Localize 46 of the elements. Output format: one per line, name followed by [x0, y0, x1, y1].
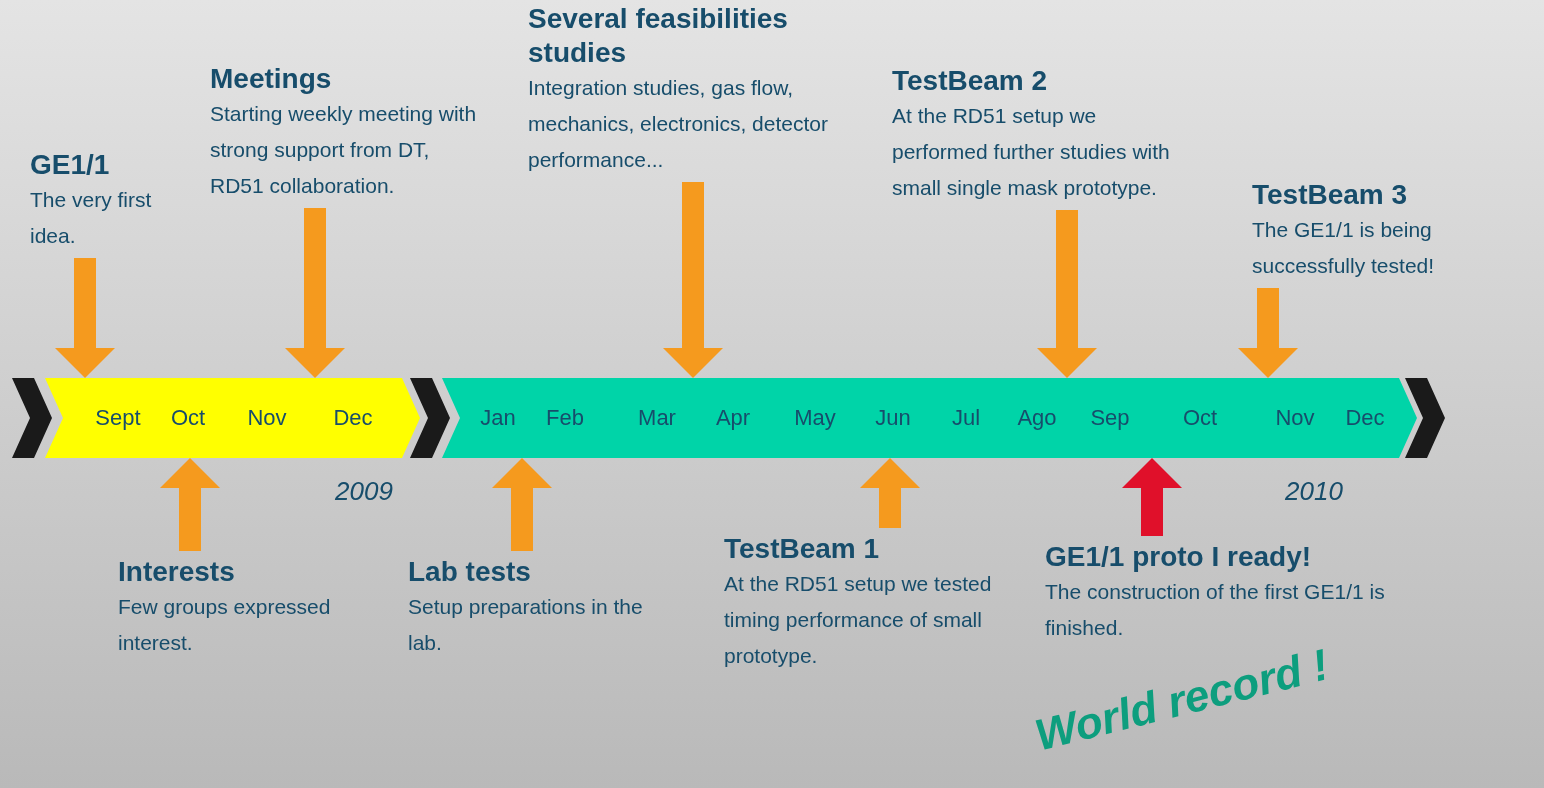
event-description: Integration studies, gas flow, mechanics, electronics, detector performance... [528, 75, 828, 173]
event-heading: Interests [118, 555, 236, 589]
event-description: At the RD51 setup we performed further studies with small single mask prototype. [892, 103, 1171, 201]
event-heading: Several feasibilities studies [528, 2, 789, 70]
event-heading: TestBeam 1 [724, 532, 881, 566]
event-heading: TestBeam 2 [892, 64, 1049, 98]
annotation-text: World record ! [1030, 639, 1334, 761]
month-label: Mar [638, 405, 676, 431]
event-description: Starting weekly meeting with strong support from DT, RD51 collaboration. [210, 101, 478, 199]
month-label: Nov [1275, 405, 1315, 431]
arrow [492, 458, 552, 551]
arrow [285, 208, 345, 378]
event-heading: Meetings [210, 62, 333, 96]
month-label: Feb [546, 405, 584, 431]
event-description: Setup preparations in the lab. [408, 594, 644, 656]
month-label: Sep [1090, 405, 1130, 431]
event-description: The very first idea. [30, 187, 153, 249]
month-label: Nov [247, 405, 287, 431]
event-heading: GE1/1 proto I ready! [1045, 540, 1313, 574]
month-label: Oct [1182, 405, 1218, 431]
month-label: Dec [1345, 405, 1385, 431]
event-description: At the RD51 setup we tested timing performance of small prototype. [724, 571, 993, 669]
event-heading: TestBeam 3 [1252, 178, 1409, 212]
event-description: The GE1/1 is being successfully tested! [1252, 217, 1436, 279]
month-label: Jul [951, 405, 981, 431]
event-description: The construction of the first GE1/1 is finished. [1045, 579, 1386, 641]
year-label: 2009 [335, 476, 393, 507]
arrow [1238, 288, 1298, 378]
month-label: May [794, 405, 836, 431]
month-label: Jan [480, 405, 516, 431]
arrow [1122, 458, 1182, 536]
month-label: Apr [715, 405, 751, 431]
arrow [55, 258, 115, 378]
month-label: Ago [1017, 405, 1057, 431]
event-description: Few groups expressed interest. [118, 594, 332, 656]
month-label: Oct [170, 405, 206, 431]
event-heading: Lab tests [408, 555, 532, 589]
arrow [663, 182, 723, 378]
year-label: 2010 [1285, 476, 1343, 507]
month-label: Jun [875, 405, 911, 431]
month-label: Sept [95, 405, 141, 431]
month-label: Dec [333, 405, 373, 431]
arrow [860, 458, 920, 528]
arrow [160, 458, 220, 551]
arrow [1037, 210, 1097, 378]
event-heading: GE1/1 [30, 148, 111, 182]
